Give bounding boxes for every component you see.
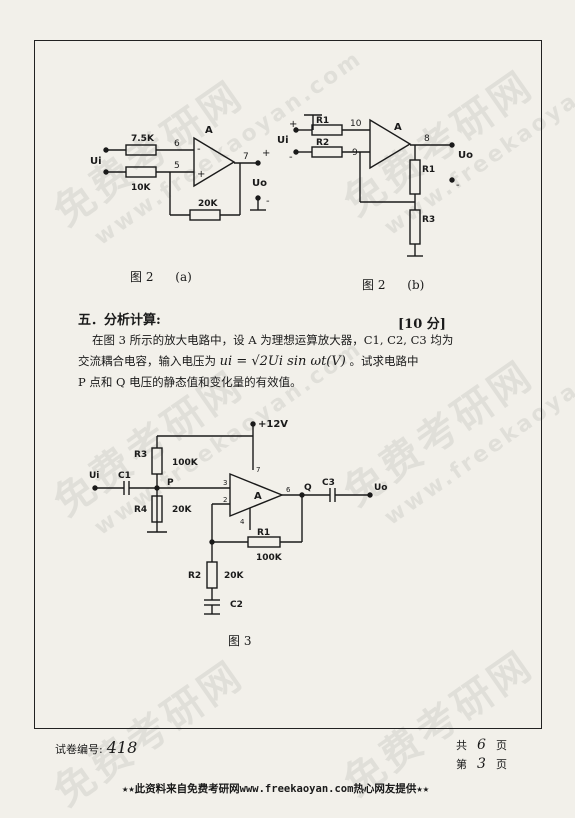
r1-label-3: R1 <box>257 528 270 538</box>
caption-fig2b-label: 图 2 <box>362 278 386 292</box>
r2-label-2a: 10K <box>131 183 152 193</box>
page-frame <box>34 40 542 729</box>
caption-fig2b-sub: (b) <box>407 278 425 292</box>
pin-out-2a: 7 <box>243 152 249 162</box>
pin7-label: 7 <box>256 466 260 474</box>
amp-label-2a: A <box>205 125 213 136</box>
ui-label-3: Ui <box>89 471 99 481</box>
exam-number-value: 418 <box>106 738 138 757</box>
rr1-label-2b: R1 <box>422 165 435 175</box>
total-pages: 共 6 页 <box>456 737 507 753</box>
caption-fig2a: 图 2 (a) <box>130 268 192 285</box>
pin-out-2b: 8 <box>424 134 430 144</box>
question-line-3: P 点和 Q 电压的静态值和变化量的有效值。 <box>78 375 302 389</box>
source-banner: ★★此资料来自免费考研网www.freekaoyan.com热心网友提供★★ <box>122 783 430 795</box>
pin4-label: 4 <box>240 518 245 526</box>
c3-label: C3 <box>322 478 335 488</box>
page-number-value: 3 <box>477 756 486 772</box>
pin-inv-2a: 6 <box>174 139 180 149</box>
uo-label-2b: Uo <box>458 150 473 161</box>
page-number-label-a: 第 <box>456 758 467 771</box>
out-minus-2b: - <box>456 180 460 191</box>
out-minus-2a: - <box>266 196 270 207</box>
pin-noninv-2b: 9 <box>352 148 358 158</box>
rf-label-2a: 20K <box>198 199 219 209</box>
section-title: 五．分析计算: <box>78 313 161 328</box>
total-pages-value: 6 <box>477 737 486 753</box>
uo-label-2a: Uo <box>252 178 267 189</box>
caption-fig2a-label: 图 2 <box>130 270 154 284</box>
ui-label-2b: Ui <box>277 135 289 146</box>
question-line-2a: 交流耦合电容，输入电压为 <box>78 354 216 368</box>
total-pages-label-b: 页 <box>496 739 507 752</box>
exam-number-label: 试卷编号: <box>55 743 103 756</box>
pin3-label: 3 <box>223 479 227 487</box>
r1-value-3: 100K <box>256 553 283 563</box>
figure-2b: Ui R1 R2 R1 R3 A 10 9 8 + - Uo - <box>277 114 473 257</box>
pin-noninv-2a: 5 <box>174 161 180 171</box>
pin6-label: 6 <box>286 486 291 494</box>
r4-value: 20K <box>172 505 193 515</box>
node-q-label: Q <box>304 483 312 493</box>
c1-label: C1 <box>118 471 131 481</box>
pin2-label: 2 <box>223 496 227 504</box>
total-pages-label-a: 共 <box>456 739 467 752</box>
page-number: 第 3 页 <box>456 756 507 772</box>
caption-fig2a-sub: (a) <box>175 270 192 284</box>
r2-label-2b: R2 <box>316 138 329 148</box>
page-number-label-b: 页 <box>496 758 507 771</box>
node-p-label: P <box>167 478 174 488</box>
amp-label-3: A <box>254 491 262 502</box>
r2-value-3: 20K <box>224 571 245 581</box>
r2-label-3: R2 <box>188 571 201 581</box>
question-line-2: 交流耦合电容，输入电压为 ui = √2Ui sin ωt(V) 。试求电路中 <box>78 353 419 369</box>
caption-fig3: 图 3 <box>228 634 252 648</box>
caption-fig2b: 图 2 (b) <box>362 276 424 293</box>
amp-label-2b: A <box>394 122 402 133</box>
in-plus-2b: + <box>289 119 297 130</box>
r1-label-2b: R1 <box>316 116 329 126</box>
in-minus-2b: - <box>289 152 293 163</box>
question-formula: ui = √2Ui sin ωt(V) <box>219 354 346 369</box>
score-label: [10 分] <box>398 317 446 332</box>
out-plus-2a: + <box>262 148 270 159</box>
r4-label: R4 <box>134 505 147 515</box>
question-line-1: 在图 3 所示的放大电路中，设 A 为理想运算放大器，C1, C2, C3 均为 <box>92 333 454 347</box>
minus-sign-2a: - <box>197 144 201 155</box>
figure-3: +12V R3 100K R4 20K R1 100K R2 20K C1 C2… <box>89 419 388 615</box>
plus-sign-2a: + <box>197 169 205 180</box>
r3-label-2b: R3 <box>422 215 435 225</box>
ui-label-2a: Ui <box>90 156 102 167</box>
question-line-2b: 。试求电路中 <box>349 354 419 368</box>
uo-label-3: Uo <box>374 483 388 493</box>
r1-label-2a: 7.5K <box>131 134 155 144</box>
c2-label: C2 <box>230 600 243 610</box>
vcc-label: +12V <box>258 419 288 430</box>
pin-inv-2b: 10 <box>350 119 362 129</box>
r3-label: R3 <box>134 450 147 460</box>
r3-value: 100K <box>172 458 199 468</box>
figure-2a: Ui 7.5K 10K 20K A 6 5 7 - + + Uo - <box>90 125 270 221</box>
exam-number: 试卷编号:418 <box>55 738 137 757</box>
